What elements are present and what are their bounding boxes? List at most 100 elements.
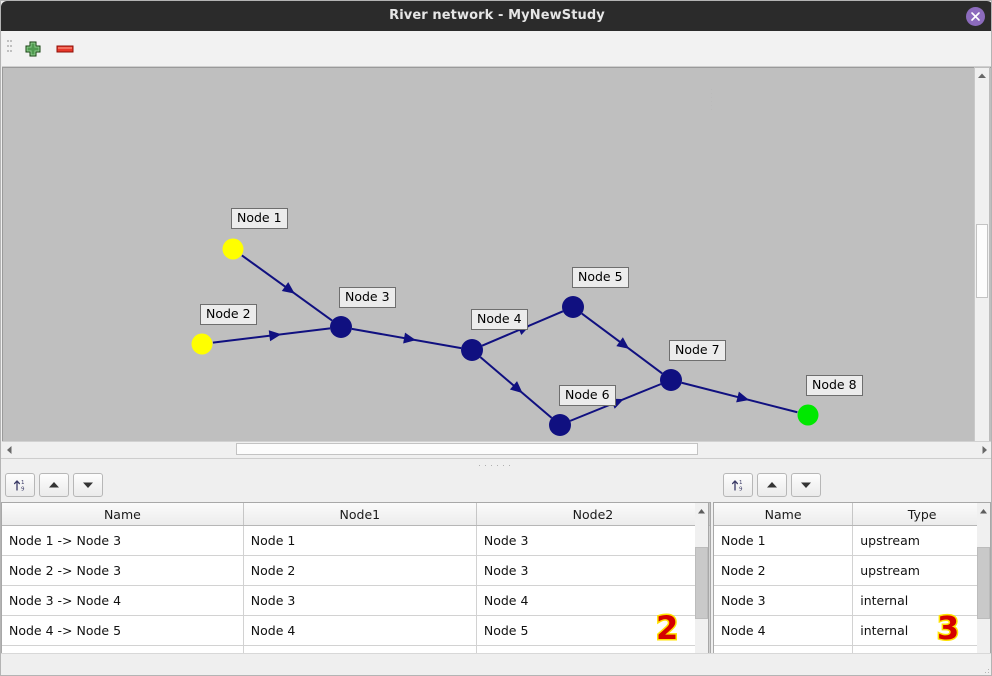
diagram-content: Node 1 Node 2 Node 3 Node 4 Node 5 Node 6 Node… xyxy=(3,68,977,456)
add-plus-icon[interactable] xyxy=(22,39,44,59)
table-cell[interactable]: Node 4 xyxy=(714,615,854,646)
table-cell[interactable]: Node 3 -> Node 4 xyxy=(2,585,244,616)
table-cell[interactable]: Node 4 xyxy=(476,585,710,616)
table-cell[interactable]: Node 1 xyxy=(714,525,854,556)
reach-table-scrollbar[interactable] xyxy=(695,502,709,675)
window-title: River network - MyNewStudy xyxy=(389,8,605,23)
node-label-node-4[interactable]: Node 4 xyxy=(471,309,528,330)
table-cell[interactable]: Node 2 -> Node 3 xyxy=(2,555,244,586)
table-cell[interactable]: Node 3 xyxy=(476,525,710,556)
node-label-node-5[interactable]: Node 5 xyxy=(572,267,629,288)
table-cell[interactable]: internal xyxy=(852,615,991,646)
arrow-up-icon[interactable] xyxy=(39,473,69,497)
graph-node-node-5[interactable] xyxy=(562,296,584,318)
node-label-node-3[interactable]: Node 3 xyxy=(339,287,396,308)
sort-icon[interactable]: 1 9 xyxy=(5,473,35,497)
canvas-hscroll-thumb[interactable] xyxy=(236,443,698,455)
svg-text:1: 1 xyxy=(21,480,25,486)
table-cell[interactable]: Node 1 -> Node 3 xyxy=(2,525,244,556)
table-cell[interactable]: Node 3 xyxy=(476,555,710,586)
status-strip xyxy=(1,653,991,675)
graph-node-node-6[interactable] xyxy=(549,414,571,436)
toolbar-grip[interactable] xyxy=(7,40,12,58)
node-label-node-8[interactable]: Node 8 xyxy=(806,375,863,396)
node-label-node-7[interactable]: Node 7 xyxy=(669,340,726,361)
table-cell[interactable]: Node 1 xyxy=(243,525,477,556)
sort-icon[interactable]: 1 9 xyxy=(723,473,753,497)
column-header-node1[interactable]: Node1 xyxy=(243,503,477,526)
node-table-scrollbar[interactable] xyxy=(977,502,991,675)
node-label-node-6[interactable]: Node 6 xyxy=(559,385,616,406)
column-header-node2[interactable]: Node2 xyxy=(476,503,710,526)
table-cell[interactable]: Node 4 xyxy=(243,615,477,646)
delete-minus-icon[interactable] xyxy=(54,39,76,59)
table-cell[interactable]: Node 3 xyxy=(243,585,477,616)
column-header-type[interactable]: Type xyxy=(852,503,991,526)
edge-arrow-icon xyxy=(281,282,295,294)
table-cell[interactable]: Node 2 xyxy=(714,555,854,586)
network-diagram-canvas[interactable]: Node 1 Node 2 Node 3 Node 4 Node 5 Node 6 Node… xyxy=(2,67,991,457)
table-cell[interactable]: Node 3 xyxy=(714,585,854,616)
canvas-horizontal-scrollbar[interactable] xyxy=(2,441,991,457)
annotation-3: 3 xyxy=(935,609,960,647)
edge-arrow-icon xyxy=(616,337,630,349)
graph-node-node-3[interactable] xyxy=(330,316,352,338)
annotation-2: 2 xyxy=(654,609,679,647)
splitter-handle[interactable] xyxy=(1,458,991,471)
resize-grip[interactable] xyxy=(983,669,989,675)
graph-node-node-4[interactable] xyxy=(461,339,483,361)
table-cell[interactable]: upstream xyxy=(852,525,991,556)
node-layer xyxy=(191,238,819,436)
graph-node-node-2[interactable] xyxy=(191,333,213,355)
arrow-up-icon[interactable] xyxy=(757,473,787,497)
pane-splitter-grip[interactable] xyxy=(711,89,713,110)
node-scroll-up-icon[interactable] xyxy=(977,503,990,517)
column-header-name[interactable]: Name xyxy=(2,503,244,526)
table-cell[interactable]: upstream xyxy=(852,555,991,586)
reach-scroll-thumb[interactable] xyxy=(695,547,708,619)
table-cell[interactable]: Node 2 xyxy=(243,555,477,586)
scroll-up-icon[interactable] xyxy=(975,68,989,82)
edge-arrow-icon xyxy=(509,381,523,394)
table-cell[interactable]: internal xyxy=(852,585,991,616)
canvas-vscroll-thumb[interactable] xyxy=(976,224,988,298)
arrow-down-icon[interactable] xyxy=(73,473,103,497)
table-cell[interactable]: Node 4 -> Node 5 xyxy=(2,615,244,646)
scroll-right-icon[interactable] xyxy=(978,442,991,456)
close-icon[interactable] xyxy=(966,7,985,26)
reach-scroll-up-icon[interactable] xyxy=(695,503,708,517)
node-label-node-2[interactable]: Node 2 xyxy=(200,304,257,325)
network-graph-svg xyxy=(191,238,819,436)
table-cell[interactable]: Node 5 xyxy=(476,615,710,646)
edge-layer xyxy=(212,254,798,422)
node-scroll-thumb[interactable] xyxy=(977,547,990,619)
node-label-node-1[interactable]: Node 1 xyxy=(231,208,288,229)
svg-text:9: 9 xyxy=(21,487,25,493)
scroll-left-icon[interactable] xyxy=(2,442,16,456)
edge-arrow-icon xyxy=(736,391,750,403)
graph-node-node-7[interactable] xyxy=(660,369,682,391)
graph-node-node-8[interactable] xyxy=(797,404,819,426)
canvas-vertical-scrollbar[interactable] xyxy=(974,67,990,457)
main-toolbar xyxy=(2,31,991,67)
graph-node-node-1[interactable] xyxy=(222,238,244,260)
splitter-dots xyxy=(479,464,515,467)
column-header-name[interactable]: Name xyxy=(714,503,854,526)
svg-text:1: 1 xyxy=(739,480,743,486)
arrow-down-icon[interactable] xyxy=(791,473,821,497)
